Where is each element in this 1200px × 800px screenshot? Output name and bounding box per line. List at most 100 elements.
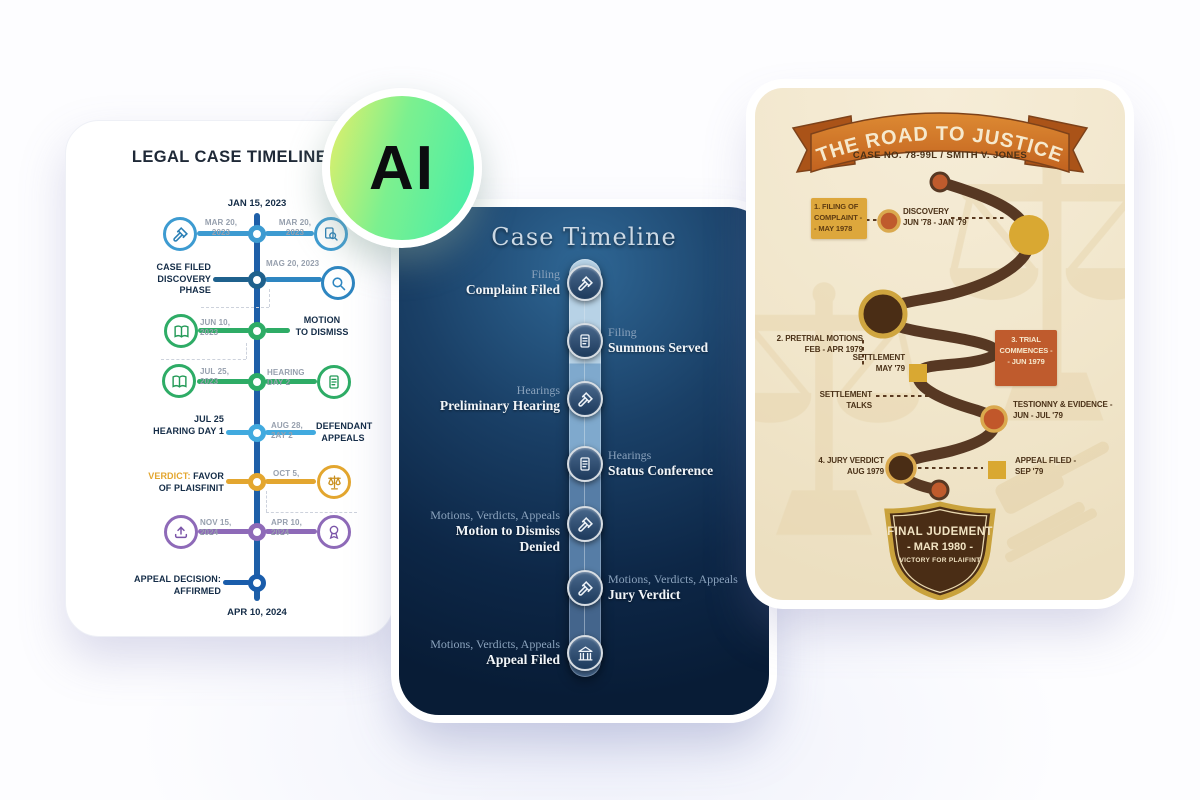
- timeline-start-date: JAN 15, 2023: [227, 198, 287, 209]
- pretrial-label: 2. PRETRIAL MOTIONS FEB - APR 1979: [776, 334, 864, 354]
- event-date: AUG 28, 2AY 2: [271, 421, 303, 440]
- badge-line3: VICTORY FOR PLAIFINT: [899, 557, 981, 564]
- event-label: HEARING DAY 2: [267, 368, 305, 387]
- entry-category: Filing: [531, 267, 560, 281]
- event-date: MAG 20, 2023: [266, 259, 320, 268]
- connector: [213, 277, 250, 282]
- middle-card-title: Case Timeline: [491, 223, 677, 251]
- timeline-node: [248, 424, 266, 442]
- entry-category: Filing: [608, 325, 637, 339]
- ribbon-band: [810, 112, 1070, 174]
- connector: [265, 231, 314, 236]
- scroll-icon: [567, 446, 603, 482]
- dashed-guide: [201, 307, 269, 308]
- milestone-node-yellow: [1009, 215, 1049, 255]
- road-end-node: [928, 479, 950, 501]
- connector: [265, 529, 317, 534]
- settlement-talks-label: SETTLEMENT TALKS: [819, 390, 872, 410]
- connector: [265, 277, 322, 282]
- connector: [265, 328, 290, 333]
- entry-event: Motion to Dismiss Denied: [455, 523, 560, 555]
- discovery-label: DISCOVERY JUN '78 - JAN '79: [903, 207, 987, 229]
- event-text: CASE FILED DISCOVERY PHASE: [156, 262, 211, 296]
- badge-line1: FINAL JUDEMENT: [887, 526, 993, 538]
- timeline-entry: Hearings Status Conference: [608, 448, 764, 479]
- jury-label: 4. JURY VERDICT AUG 1979: [818, 456, 884, 476]
- settlement-node: [909, 364, 927, 382]
- dashed-guide: [266, 512, 357, 513]
- connector: [265, 430, 316, 435]
- event-date: APR 10, 2024: [271, 518, 302, 537]
- gavel-watermark: [995, 441, 1109, 563]
- appeal-node: [988, 461, 1006, 479]
- scroll-icon: [567, 323, 603, 359]
- open-book-icon: [162, 364, 196, 398]
- connector: [198, 529, 250, 534]
- discovery-dates: JUN '78 - JAN '79: [903, 217, 967, 227]
- trial-box: 3. TRIAL COMMENCES - - JUN 1979: [995, 330, 1057, 386]
- final-judgement-shield: [884, 501, 996, 600]
- event-date: JUL 25, 2023: [200, 367, 230, 386]
- entry-category: Hearings: [608, 448, 652, 462]
- discovery-node: [877, 209, 901, 233]
- testimony-label: TESTIONNY & EVIDENCE - JUN - JUL '79: [1013, 400, 1113, 420]
- case-timeline-card: Case Timeline Filing Complaint Filed Fil…: [399, 207, 769, 715]
- timeline-node: [248, 523, 266, 541]
- event-date: MAR 20, 2023: [204, 218, 238, 237]
- entry-event: Appeal Filed: [486, 652, 560, 667]
- settlement-label: SETTLEMENT MAY '79: [852, 353, 905, 373]
- pretrial-node: [858, 289, 908, 339]
- ai-badge: AI: [322, 88, 482, 248]
- upload-icon: [164, 515, 198, 549]
- final-judgement-badge: FINAL JUDEMENT - MAR 1980 - VICTORY FOR …: [875, 500, 1005, 564]
- appeal-label: APPEAL FILED - SEP '79: [1015, 456, 1077, 476]
- entry-event: Preliminary Hearing: [439, 398, 560, 413]
- timeline-node: [248, 322, 266, 340]
- discovery-title: DISCOVERY: [903, 207, 949, 216]
- dashed-guide: [266, 491, 267, 512]
- road-map-graphic: [755, 88, 1125, 600]
- verdict-label: VERDICT:: [148, 471, 191, 481]
- document-search-icon: [314, 217, 348, 251]
- dashed-guide: [161, 359, 246, 360]
- magnifier-icon: [321, 266, 355, 300]
- jury-node: [885, 452, 917, 484]
- verdict-text: VERDICT: FAVOR OF PLAISFINIT: [148, 471, 224, 494]
- entry-category: Motions, Verdicts, Appeals: [430, 508, 560, 522]
- event-text: APPEAL DECISION: AFFIRMED: [134, 574, 221, 596]
- event-date: JUN 10, 2023: [200, 318, 231, 337]
- timeline-entry: Motions, Verdicts, Appeals Motion to Dis…: [417, 508, 560, 555]
- timeline-entry: Motions, Verdicts, Appeals Jury Verdict: [608, 572, 764, 603]
- connector: [226, 479, 250, 484]
- timeline-entry: Filing Summons Served: [608, 325, 764, 356]
- entry-event: Status Conference: [608, 463, 714, 478]
- event-text: MOTION TO DISMISS: [295, 315, 349, 337]
- case-line: CASE NO. 78-99L / SMITH V. JONES: [852, 150, 1028, 161]
- gavel-icon: [567, 381, 603, 417]
- left-card-title: LEGAL CASE TIMELINE: [131, 148, 328, 166]
- connector: [226, 430, 250, 435]
- timeline-node: [248, 473, 266, 491]
- connector: [197, 231, 250, 236]
- timeline-node: [248, 225, 266, 243]
- event-text: DEFENDANT APPEALS: [316, 421, 373, 443]
- ai-badge-label: AI: [369, 133, 435, 203]
- entry-category: Hearings: [516, 383, 560, 397]
- timeline-entry: Hearings Preliminary Hearing: [417, 383, 560, 414]
- connector: [197, 379, 250, 384]
- entry-category: Motions, Verdicts, Appeals: [430, 637, 560, 651]
- entry-category: Motions, Verdicts, Appeals: [608, 572, 738, 586]
- badge-line2: - MAR 1980 -: [906, 541, 974, 553]
- connector: [265, 379, 317, 384]
- event-date: NOV 15, 2024: [200, 518, 232, 537]
- title-ribbon: THE ROAD TO JUSTICE: [791, 112, 1089, 174]
- gavel-icon: [567, 265, 603, 301]
- connector: [198, 328, 250, 333]
- event-text: JUL 25 HEARING DAY 1: [153, 414, 224, 436]
- scales-icon: [317, 465, 351, 499]
- connector: [265, 479, 316, 484]
- bank-icon: [567, 635, 603, 671]
- entry-event: Summons Served: [608, 340, 709, 355]
- entry-event: Jury Verdict: [608, 587, 681, 602]
